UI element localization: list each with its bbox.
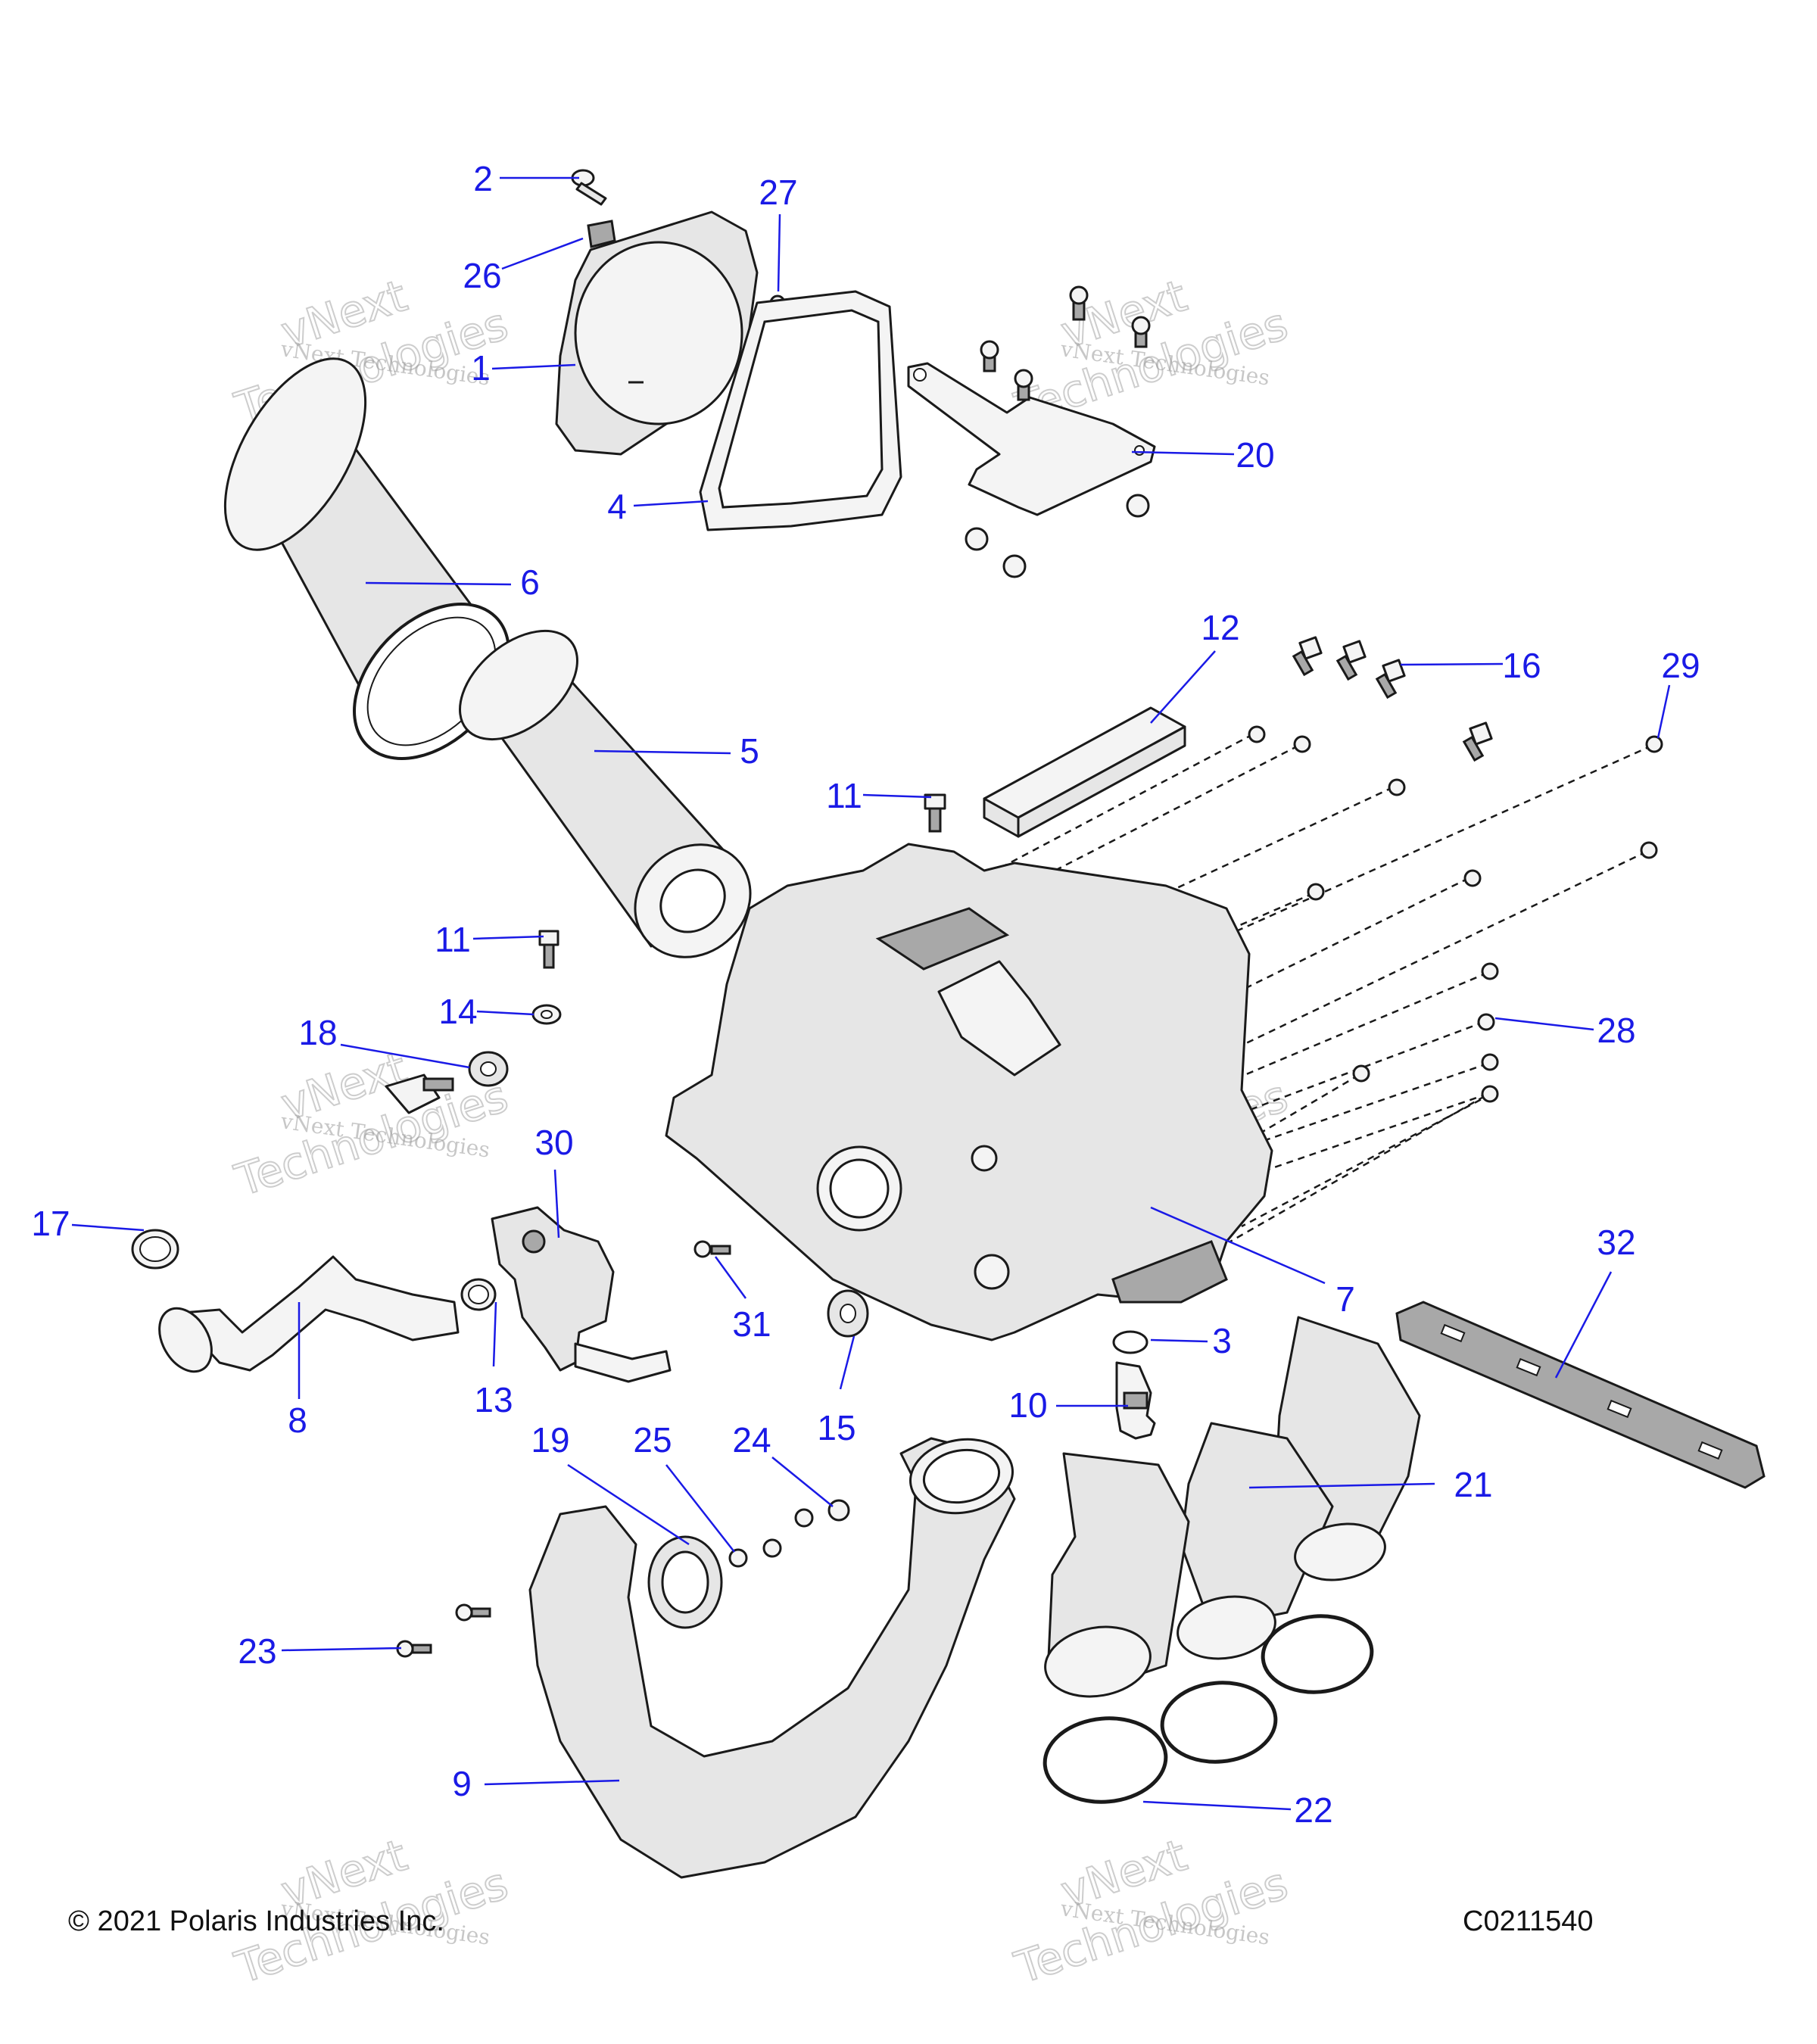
svg-text:26: 26 [463,256,501,295]
part-23-screws [396,1603,491,1658]
part-31-screw [693,1240,731,1258]
svg-text:7: 7 [1335,1279,1355,1319]
watermark-bottom-right: vNext Technologies vNext Technologies [1008,1828,1294,1994]
svg-text:6: 6 [520,562,540,602]
callout-13: 13 [474,1301,513,1419]
svg-text:9: 9 [452,1764,472,1803]
callout-7: 7 [1150,1206,1355,1319]
callout-15: 15 [817,1335,856,1447]
callout-21: 21 [1248,1465,1493,1504]
svg-text:20: 20 [1236,435,1274,475]
callout-31: 31 [714,1256,771,1344]
part-30-valve [491,1206,672,1383]
part-11-bolt-lower [538,930,559,969]
part-20-bracket [907,285,1156,578]
svg-text:14: 14 [438,992,477,1031]
copyright-text: © 2021 Polaris Industries Inc. [68,1905,444,1937]
svg-text:16: 16 [1502,646,1541,685]
svg-text:4: 4 [607,487,627,526]
svg-text:1: 1 [471,348,491,388]
callout-19: 19 [531,1420,690,1546]
svg-text:22: 22 [1294,1790,1332,1830]
part-14-washer [531,1004,562,1025]
svg-text:11: 11 [826,776,862,815]
svg-text:11: 11 [435,920,471,959]
svg-text:25: 25 [633,1420,672,1460]
part-8-hose [158,1255,460,1373]
svg-text:21: 21 [1454,1465,1492,1504]
svg-text:28: 28 [1597,1011,1635,1050]
svg-text:17: 17 [31,1204,70,1243]
svg-text:5: 5 [740,731,759,771]
part-18-grommet [385,1051,509,1114]
part-15-grommet [827,1289,869,1338]
part-4-gasket [699,290,902,531]
svg-text:19: 19 [531,1420,569,1460]
callout-8: 8 [288,1302,307,1440]
callout-12: 12 [1150,608,1240,724]
callout-23: 23 [238,1631,402,1671]
svg-text:32: 32 [1597,1223,1635,1262]
callout-14: 14 [438,992,535,1031]
part-3-o-ring [1112,1330,1148,1354]
callout-20: 20 [1131,435,1275,475]
part-10-drain-valve [1115,1361,1156,1440]
callout-17: 17 [31,1204,145,1243]
callout-9: 9 [452,1764,620,1803]
part-5-air-filter [459,629,752,958]
callout-22: 22 [1142,1790,1333,1830]
part-1-airbox-cover [555,210,759,456]
callout-11-upper: 11 [826,776,932,815]
part-9-intake-duct [528,1437,1016,1879]
callout-1: 1 [471,348,576,388]
svg-text:15: 15 [817,1408,856,1447]
part-7-airbox-body [665,843,1273,1341]
svg-text:23: 23 [238,1631,276,1671]
svg-text:31: 31 [732,1304,771,1344]
svg-text:29: 29 [1661,646,1700,685]
svg-text:8: 8 [288,1401,307,1440]
part-2-push-rivet [571,169,607,206]
part-22-clamps [1043,1614,1374,1804]
svg-text:10: 10 [1008,1385,1047,1425]
callout-25: 25 [633,1420,735,1553]
svg-text:27: 27 [759,173,797,212]
callout-2: 2 [473,159,579,198]
callout-26: 26 [463,237,584,295]
callout-32: 32 [1554,1223,1636,1379]
callout-11-lower: 11 [435,920,544,959]
part-17-clamp [131,1229,179,1270]
callout-6: 6 [365,562,540,602]
callout-10: 10 [1008,1385,1128,1425]
callout-3: 3 [1150,1321,1232,1360]
callout-4: 4 [607,487,709,526]
svg-text:2: 2 [473,159,493,198]
part-12-foam-block [983,706,1186,838]
part-19-ring [647,1535,723,1629]
svg-text:24: 24 [732,1420,771,1460]
part-16-bolts [1292,636,1493,762]
part-13-clamp [460,1278,497,1311]
svg-text:3: 3 [1212,1321,1232,1360]
callout-30: 30 [535,1123,574,1239]
callout-27: 27 [759,173,798,292]
svg-text:18: 18 [298,1013,337,1052]
callout-18: 18 [298,1013,470,1069]
svg-text:12: 12 [1201,608,1239,647]
part-32-strap [1395,1301,1766,1489]
svg-text:30: 30 [535,1123,573,1162]
part-26-clip [587,220,616,248]
svg-text:13: 13 [474,1380,513,1419]
callout-16: 16 [1400,646,1541,685]
callout-24: 24 [732,1420,834,1507]
callout-5: 5 [594,731,759,771]
callout-28: 28 [1494,1011,1636,1050]
part-24-25-nuts [728,1499,850,1568]
callout-29: 29 [1656,646,1700,739]
part-21-ducts [1044,1316,1421,1698]
drawing-id: C0211540 [1463,1905,1594,1937]
